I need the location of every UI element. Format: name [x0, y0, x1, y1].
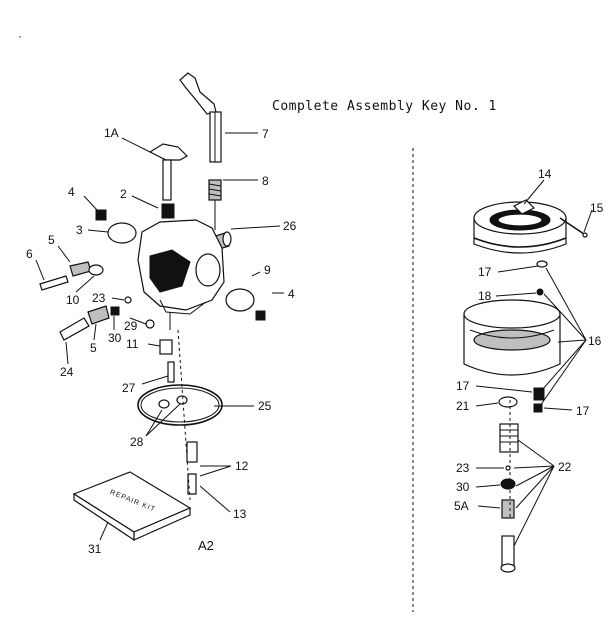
part-28-float-left — [158, 399, 170, 409]
part-30-washer-right — [500, 478, 516, 490]
part-14-air-horn — [473, 199, 567, 254]
label-17-upper: 17 — [478, 265, 492, 279]
part-1A-choke-shaft — [148, 143, 188, 201]
part-21-gasket — [498, 396, 518, 408]
label-25: 25 — [258, 399, 272, 413]
figure-id: A2 — [198, 538, 214, 553]
diagram-title: Complete Assembly Key No. 1 — [272, 99, 497, 114]
part-5-needle-upper — [69, 261, 92, 277]
part-23-o-ring — [124, 296, 132, 304]
part-4-screw-lower — [255, 310, 266, 321]
part-17-spring — [533, 387, 545, 401]
leader-lines-left — [35, 132, 284, 541]
label-24: 24 — [60, 365, 74, 379]
part-28-float-right — [176, 395, 188, 405]
part-30-washer — [110, 306, 120, 316]
part-22-main-jet — [499, 423, 519, 453]
corner-mark: · — [18, 29, 22, 43]
part-12-bowl-nut — [186, 441, 198, 463]
part-9-throttle-plate — [225, 288, 255, 312]
label-29: 29 — [124, 319, 138, 333]
label-6: 6 — [26, 247, 33, 261]
part-18-ball — [536, 288, 544, 296]
part-13-drain — [187, 473, 197, 495]
label-17-lower: 17 — [576, 404, 590, 418]
part-25-bowl-gasket — [137, 384, 223, 426]
part-3-choke-plate — [107, 222, 137, 244]
labels-right: 14 15 17 18 16 17 21 17 23 22 30 5A — [454, 167, 604, 513]
part-15-pin — [559, 217, 585, 235]
label-7: 7 — [262, 127, 269, 141]
label-23-right: 23 — [456, 461, 470, 475]
label-13: 13 — [233, 507, 247, 521]
label-23-left: 23 — [92, 291, 106, 305]
part-7-throttle-shaft — [179, 72, 222, 163]
label-27: 27 — [122, 381, 136, 395]
part-11-inlet-needle — [159, 339, 173, 355]
part-27-pin — [167, 361, 175, 383]
label-28: 28 — [130, 435, 144, 449]
part-31-repair-kit: REPAIR KIT — [72, 471, 192, 542]
label-17-middle: 17 — [456, 379, 470, 393]
part-17-upper — [536, 260, 548, 268]
centerline-left — [177, 329, 191, 501]
part-16-float-bowl — [463, 299, 561, 376]
label-5-lower: 5 — [90, 341, 97, 355]
label-1A: 1A — [104, 126, 119, 140]
part-5-needle-lower — [87, 305, 110, 325]
label-10: 10 — [66, 293, 80, 307]
label-21: 21 — [456, 399, 470, 413]
label-5A: 5A — [454, 499, 469, 513]
label-3: 3 — [76, 223, 83, 237]
label-12: 12 — [235, 459, 249, 473]
part-5A-needle — [501, 499, 515, 519]
label-15: 15 — [590, 201, 604, 215]
leader-lines-right — [475, 179, 593, 547]
label-11: 11 — [126, 337, 139, 351]
part-29-ball — [145, 319, 155, 329]
label-2: 2 — [120, 187, 127, 201]
labels-left: 1A 7 4 2 8 3 26 5 6 9 10 23 4 30 29 5 24… — [26, 126, 297, 556]
label-14: 14 — [538, 167, 552, 181]
part-15-pin-head — [582, 232, 588, 238]
label-5-upper: 5 — [48, 233, 55, 247]
label-16: 16 — [588, 334, 602, 348]
part-8-spring — [208, 179, 222, 230]
label-30-left: 30 — [108, 331, 122, 345]
label-30-right: 30 — [456, 480, 470, 494]
label-4-lower: 4 — [288, 287, 295, 301]
label-9: 9 — [264, 263, 271, 277]
label-18: 18 — [478, 289, 492, 303]
label-31: 31 — [88, 542, 102, 556]
part-10-spring — [88, 264, 104, 276]
label-22: 22 — [558, 460, 572, 474]
part-24-adjusting-needle — [59, 317, 90, 341]
carburetor-body — [137, 219, 225, 330]
label-4-upper: 4 — [68, 185, 75, 199]
part-2-spring — [161, 203, 175, 219]
label-26: 26 — [283, 219, 297, 233]
part-4-screw-upper — [95, 209, 107, 221]
part-6-idle-screw — [39, 275, 69, 291]
part-17-lower — [533, 403, 543, 413]
part-23-o-ring-right — [505, 465, 511, 471]
part-bowl-bolt — [500, 535, 516, 573]
label-8: 8 — [262, 174, 269, 188]
